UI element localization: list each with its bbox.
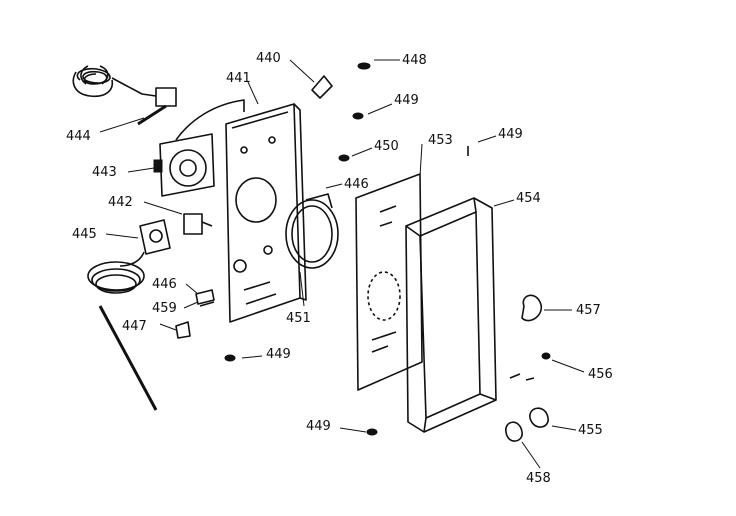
callout-446-lower: 446 bbox=[152, 277, 177, 292]
callout-457: 457 bbox=[576, 303, 601, 318]
callout-450: 450 bbox=[374, 139, 399, 154]
ring-451 bbox=[285, 193, 339, 269]
callout-455: 455 bbox=[578, 423, 603, 438]
knobs-455-458 bbox=[505, 294, 551, 442]
switch-442 bbox=[183, 213, 213, 235]
callout-449-bottom: 449 bbox=[306, 419, 331, 434]
small-hardware bbox=[311, 62, 469, 436]
callout-458: 458 bbox=[526, 471, 551, 486]
callout-451: 451 bbox=[286, 311, 311, 326]
fasteners-446-459-447 bbox=[175, 289, 236, 362]
faceplate-453 bbox=[355, 173, 423, 391]
timer-motor-443 bbox=[153, 99, 245, 197]
coil-capillary-444 bbox=[72, 65, 177, 126]
callout-445: 445 bbox=[72, 227, 97, 242]
callout-443: 443 bbox=[92, 165, 117, 180]
callout-459: 459 bbox=[152, 301, 177, 316]
callout-447: 447 bbox=[122, 319, 147, 334]
callout-446-upper: 446 bbox=[344, 177, 369, 192]
callout-449-top: 449 bbox=[394, 93, 419, 108]
callout-448: 448 bbox=[402, 53, 427, 68]
leader-lines bbox=[99, 59, 585, 469]
callout-449-middle: 449 bbox=[266, 347, 291, 362]
callout-453: 453 bbox=[428, 133, 453, 148]
callout-440: 440 bbox=[256, 51, 281, 66]
callout-456: 456 bbox=[588, 367, 613, 382]
callout-449-right: 449 bbox=[498, 127, 523, 142]
frame-454 bbox=[405, 197, 497, 433]
callout-442: 442 bbox=[108, 195, 133, 210]
thermostat-445 bbox=[87, 219, 171, 411]
control-panel-441 bbox=[225, 103, 307, 323]
callout-444: 444 bbox=[66, 129, 91, 144]
callout-454: 454 bbox=[516, 191, 541, 206]
callout-441: 441 bbox=[226, 71, 251, 86]
